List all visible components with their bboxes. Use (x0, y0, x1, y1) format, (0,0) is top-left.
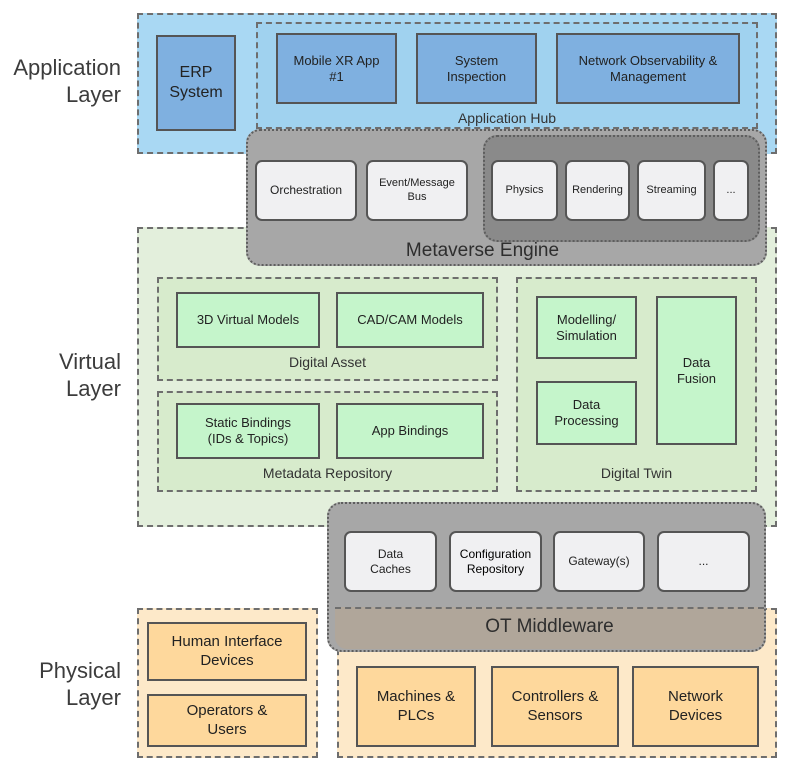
rendering-box: Rendering (565, 160, 630, 221)
orchestration-box: Orchestration (255, 160, 357, 221)
system-inspection-box: System Inspection (416, 33, 537, 104)
app-bindings-box: App Bindings (336, 403, 484, 459)
machines-plcs-box: Machines & PLCs (356, 666, 476, 747)
3d-virtual-models-box: 3D Virtual Models (176, 292, 320, 348)
virtual-layer-label: Virtual Layer (59, 349, 121, 401)
physical-layer-label: Physical Layer (39, 658, 121, 710)
static-bindings-box: Static Bindings (IDs & Topics) (176, 403, 320, 459)
ot-middleware-band (335, 607, 764, 649)
application-layer-label: Application Layer (13, 55, 121, 107)
engine-more-box: ... (713, 160, 749, 221)
human-interface-devices-box: Human Interface Devices (147, 622, 307, 681)
erp-system-box: ERP System (156, 35, 236, 131)
configuration-repository-box: Configuration Repository (449, 531, 542, 592)
modelling-simulation-box: Modelling/ Simulation (536, 296, 637, 359)
event-message-bus-box: Event/Message Bus (366, 160, 468, 221)
controllers-sensors-box: Controllers & Sensors (491, 666, 619, 747)
metaverse-engine-label: Metaverse Engine (405, 240, 560, 261)
application-hub-label: Application Hub (457, 110, 557, 126)
metadata-repository-label: Metadata Repository (262, 465, 393, 481)
data-fusion-box: Data Fusion (656, 296, 737, 445)
streaming-box: Streaming (637, 160, 706, 221)
cad-cam-models-box: CAD/CAM Models (336, 292, 484, 348)
network-observability-box: Network Observability & Management (556, 33, 740, 104)
digital-asset-label: Digital Asset (288, 354, 367, 370)
mobile-xr-app-box: Mobile XR App #1 (276, 33, 397, 104)
data-processing-box: Data Processing (536, 381, 637, 445)
ot-middleware-label: OT Middleware (485, 616, 614, 637)
gateways-box: Gateway(s) (553, 531, 645, 592)
middleware-more-box: ... (657, 531, 750, 592)
digital-twin-label: Digital Twin (600, 465, 673, 481)
physics-box: Physics (491, 160, 558, 221)
data-caches-box: Data Caches (344, 531, 437, 592)
network-devices-box: Network Devices (632, 666, 759, 747)
operators-users-box: Operators & Users (147, 694, 307, 747)
